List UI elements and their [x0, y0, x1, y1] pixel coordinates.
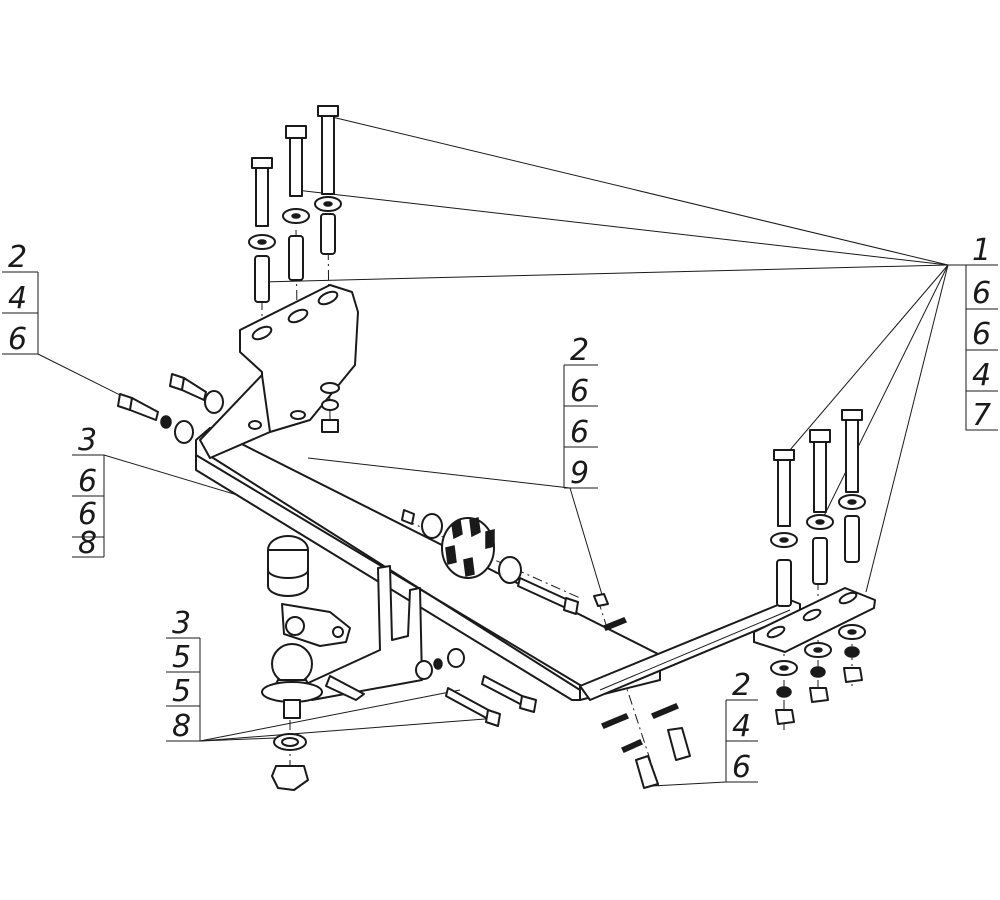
- label-4-line-2: 6: [78, 464, 97, 499]
- hitch-mount: [261, 535, 423, 719]
- right-fasteners: [770, 409, 866, 725]
- label-stack-5: 3 5 5 8: [166, 606, 201, 744]
- label-6-line-1: 2: [732, 668, 751, 703]
- label-stack-4: 3 6 6 8: [72, 423, 105, 561]
- label-1-line-5: 7: [972, 398, 991, 433]
- label-6-line-2: 4: [732, 709, 751, 744]
- label-2-line-2: 4: [8, 281, 27, 316]
- label-5-line-4: 8: [172, 709, 191, 744]
- label-6-line-3: 6: [732, 750, 751, 785]
- side-bolt-group: [117, 373, 224, 444]
- label-stack-1: 1 6 6 4 7: [948, 233, 998, 433]
- label-4-line-3: 6: [78, 497, 97, 532]
- label-1-line-2: 6: [972, 276, 991, 311]
- label-4-line-4: 8: [78, 526, 97, 561]
- label-1-line-4: 4: [972, 358, 991, 393]
- label-stack-6: 2 4 6: [725, 668, 758, 785]
- center-small-parts: [593, 593, 691, 789]
- center-bushing: [401, 509, 579, 615]
- label-stack-2: 2 4 6: [2, 240, 39, 357]
- label-3-line-4: 9: [570, 456, 589, 491]
- label-5-line-2: 5: [172, 640, 191, 675]
- label-1-line-1: 1: [972, 233, 991, 268]
- hitch-fasteners: [271, 648, 537, 791]
- label-3-line-3: 6: [570, 415, 589, 450]
- label-stack-3: 2 6 6 9: [563, 333, 598, 491]
- label-4-line-1: 3: [78, 423, 97, 458]
- left-bracket: [199, 284, 359, 459]
- leader-lines: [37, 116, 949, 787]
- label-5-line-3: 5: [172, 674, 191, 709]
- label-2-line-3: 6: [8, 322, 27, 357]
- left-fasteners: [248, 105, 342, 433]
- label-1-line-3: 6: [972, 317, 991, 352]
- right-bracket: [753, 587, 876, 653]
- label-2-line-1: 2: [8, 240, 27, 275]
- label-3-line-1: 2: [570, 333, 589, 368]
- label-3-line-2: 6: [570, 374, 589, 409]
- label-5-line-1: 3: [172, 606, 191, 641]
